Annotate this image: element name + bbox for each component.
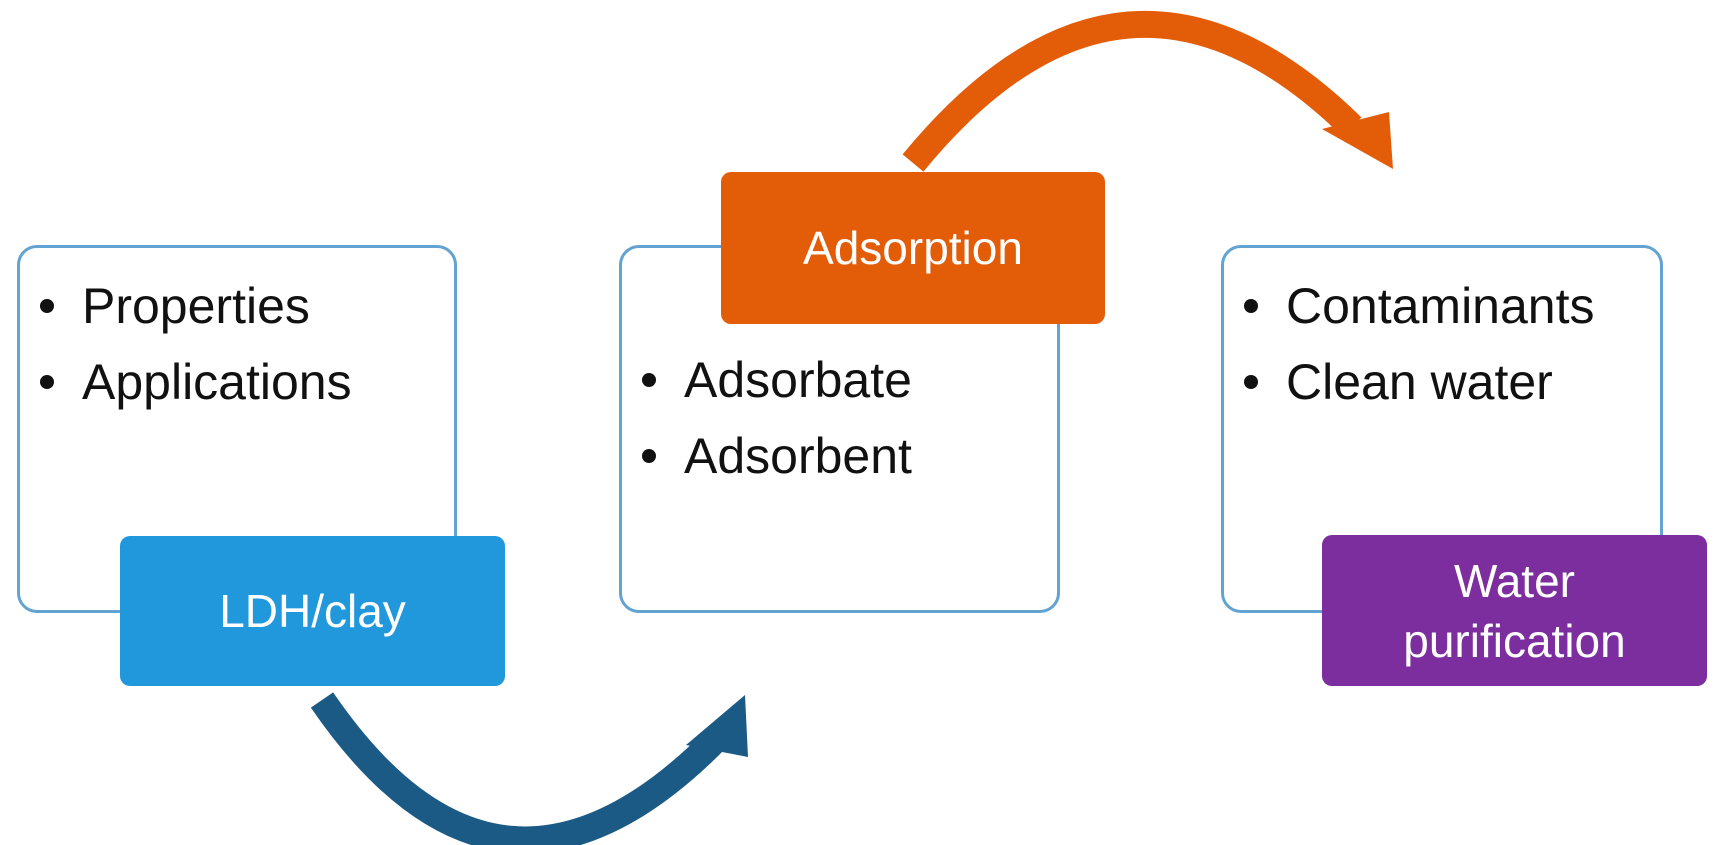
bullet-icon [1244, 375, 1258, 389]
ldh-clay-label: LDH/clay [120, 536, 505, 686]
list-item: Clean water [1224, 344, 1660, 420]
water-purification-label: Water purification [1322, 535, 1707, 686]
list-item: Adsorbent [622, 418, 1057, 494]
bullet-icon [642, 449, 656, 463]
adsorption-list: Adsorbate Adsorbent [622, 342, 1057, 494]
bullet-icon [1244, 299, 1258, 313]
list-item: Properties [20, 268, 454, 344]
list-item: Contaminants [1224, 268, 1660, 344]
bullet-icon [40, 299, 54, 313]
water-purification-list: Contaminants Clean water [1224, 268, 1660, 420]
ldh-clay-list: Properties Applications [20, 268, 454, 420]
list-item: Adsorbate [622, 342, 1057, 418]
bullet-icon [642, 373, 656, 387]
arrow-adsorption-to-water-icon [902, 10, 1393, 172]
adsorption-label: Adsorption [721, 172, 1105, 324]
list-item: Applications [20, 344, 454, 420]
bullet-icon [40, 375, 54, 389]
arrow-ldh-to-adsorption-icon [310, 692, 748, 845]
